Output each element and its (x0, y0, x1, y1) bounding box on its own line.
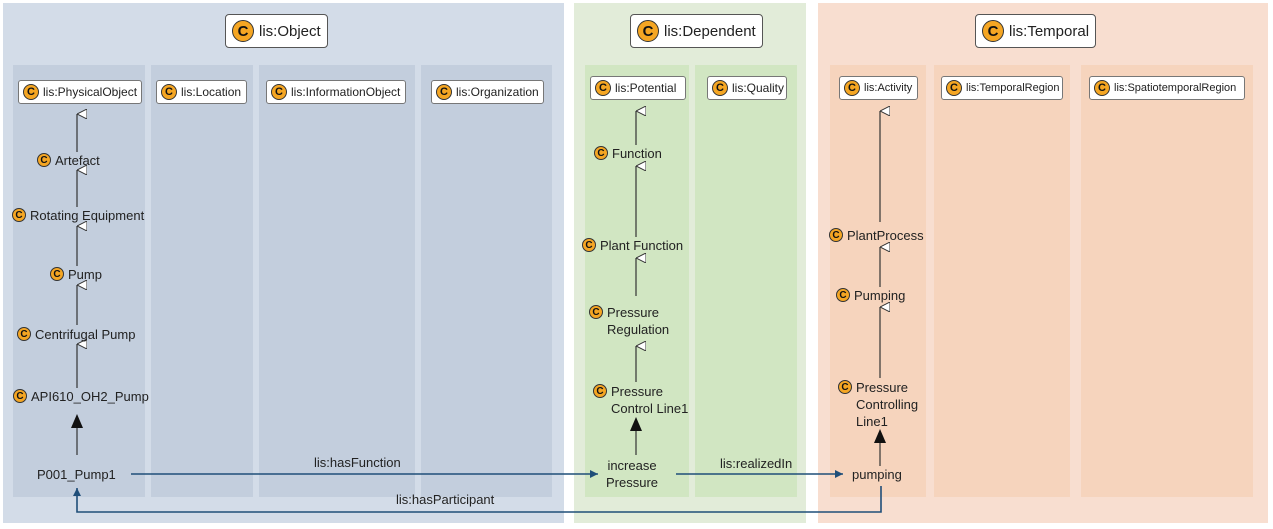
class-label: PlantProcess (847, 228, 924, 243)
instance-of-arrowhead (71, 414, 83, 428)
class-icon: C (637, 20, 659, 42)
class-pressure-regulation: C Pressure Regulation (589, 304, 669, 338)
class-icon: C (232, 20, 254, 42)
class-pressure-control-line1: C Pressure Control Line1 (593, 383, 688, 417)
relation-label-has-function: lis:hasFunction (314, 455, 401, 470)
column-header-spatiotemporal-region-text: lis:SpatiotemporalRegion (1114, 82, 1237, 94)
has-participant-arrow (73, 486, 882, 513)
class-pressure-controlling-line1: C Pressure Controlling Line1 (838, 379, 918, 430)
class-icon: C (593, 384, 607, 398)
class-label: Artefact (55, 153, 100, 168)
region-title-object: C lis:Object (225, 14, 328, 48)
column-header-quality: C lis:Quality (707, 76, 787, 100)
column-header-potential-text: lis:Potential (615, 81, 677, 95)
column-header-physical-object: C lis:PhysicalObject (18, 80, 142, 104)
class-label-line: Pressure (856, 380, 909, 395)
class-label: Pump (68, 267, 102, 282)
column-header-activity-text: lis:Activity (864, 82, 913, 94)
class-icon: C (436, 84, 452, 100)
class-icon: C (1094, 80, 1110, 96)
column-location (151, 65, 253, 497)
class-label: Function (612, 146, 662, 161)
instance-p001-pump1: P001_Pump1 (37, 467, 116, 482)
class-icon: C (595, 80, 611, 96)
class-pump: C Pump (50, 266, 102, 283)
class-label: Rotating Equipment (30, 208, 145, 223)
column-header-organization-text: lis:Organization (456, 85, 539, 99)
column-header-quality-text: lis:Quality (732, 81, 785, 95)
class-label: Centrifugal Pump (35, 327, 136, 342)
class-icon: C (589, 305, 603, 319)
column-temporal-region (934, 65, 1070, 497)
class-label-line: Control Line1 (611, 401, 689, 416)
class-centrifugal-pump: C Centrifugal Pump (17, 326, 135, 343)
column-header-information-object: C lis:InformationObject (266, 80, 406, 104)
instance-of-arrowhead (874, 429, 886, 443)
class-icon: C (13, 389, 27, 403)
class-icon: C (838, 380, 852, 394)
class-label: Pressure Controlling Line1 (856, 379, 918, 430)
class-icon: C (829, 228, 843, 242)
class-label: Pressure Control Line1 (611, 383, 688, 417)
column-activity (830, 65, 926, 497)
relation-label-has-participant: lis:hasParticipant (396, 492, 495, 507)
instance-increase-pressure: increase Pressure (606, 457, 658, 491)
column-header-temporal-region-text: lis:TemporalRegion (966, 82, 1060, 94)
class-label: Pumping (854, 288, 906, 303)
class-label: Pressure Regulation (607, 304, 669, 338)
column-header-physical-object-text: lis:PhysicalObject (43, 85, 138, 99)
class-icon: C (836, 288, 850, 302)
column-quality (695, 65, 797, 497)
relation-label-realized-in: lis:realizedIn (720, 456, 793, 471)
class-rotating-equipment: C Rotating Equipment (12, 207, 144, 224)
class-label-line: Pressure (607, 305, 660, 320)
class-plant-process: C PlantProcess (829, 227, 924, 244)
column-header-location-text: lis:Location (181, 85, 242, 99)
column-header-location: C lis:Location (156, 80, 247, 104)
class-label-line: Pressure (611, 384, 664, 399)
class-label-line: Regulation (607, 322, 670, 337)
column-spatiotemporal-region (1081, 65, 1253, 497)
column-header-spatiotemporal-region: C lis:SpatiotemporalRegion (1089, 76, 1245, 100)
class-label: Plant Function (600, 238, 684, 253)
region-title-dependent-text: lis:Dependent (664, 22, 756, 40)
class-artefact: C Artefact (37, 152, 100, 169)
class-icon: C (844, 80, 860, 96)
column-header-temporal-region: C lis:TemporalRegion (941, 76, 1063, 100)
class-pumping: C Pumping (836, 287, 905, 304)
column-header-activity: C lis:Activity (839, 76, 918, 100)
instance-pumping: pumping (852, 467, 902, 482)
class-icon: C (946, 80, 962, 96)
class-plant-function: C Plant Function (582, 237, 683, 254)
class-label-line: Line1 (856, 414, 888, 429)
instance-label-line: increase (607, 458, 657, 473)
class-icon: C (17, 327, 31, 341)
class-label: API610_OH2_Pump (31, 389, 149, 404)
region-title-temporal: C lis:Temporal (975, 14, 1097, 48)
column-header-potential: C lis:Potential (590, 76, 686, 100)
region-title-object-text: lis:Object (259, 22, 321, 40)
class-label-line: Controlling (856, 397, 919, 412)
class-icon: C (712, 80, 728, 96)
class-icon: C (37, 153, 51, 167)
column-information-object (259, 65, 415, 497)
class-icon: C (12, 208, 26, 222)
instance-label-line: Pressure (606, 475, 659, 490)
class-icon: C (23, 84, 39, 100)
region-title-temporal-text: lis:Temporal (1009, 22, 1090, 40)
class-icon: C (594, 146, 608, 160)
class-api610-oh2-pump: C API610_OH2_Pump (13, 388, 149, 405)
class-function: C Function (594, 145, 662, 162)
class-icon: C (582, 238, 596, 252)
instance-of-arrowhead (630, 417, 642, 431)
region-title-dependent: C lis:Dependent (630, 14, 763, 48)
column-header-organization: C lis:Organization (431, 80, 544, 104)
class-icon: C (50, 267, 64, 281)
column-header-information-object-text: lis:InformationObject (291, 85, 401, 99)
class-icon: C (161, 84, 177, 100)
column-organization (421, 65, 552, 497)
class-icon: C (271, 84, 287, 100)
class-icon: C (982, 20, 1004, 42)
